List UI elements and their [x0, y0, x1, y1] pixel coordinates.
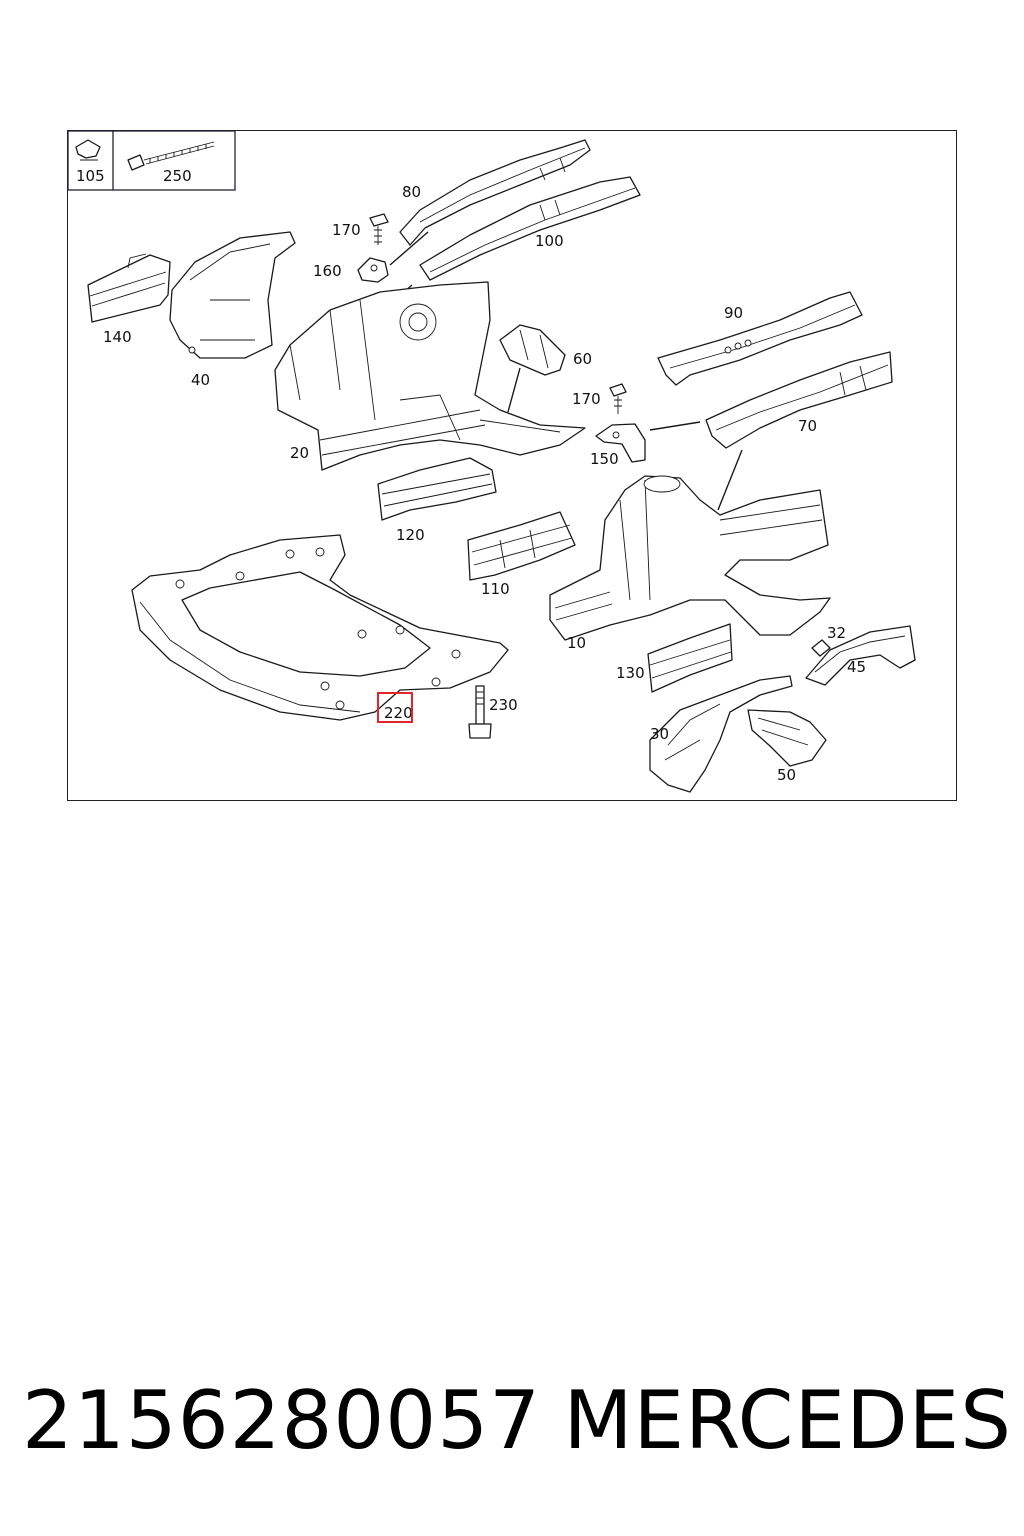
callout-150: 150: [590, 450, 619, 468]
callout-labels: 105 250 80 170 100 160 140 40 90 60 170 …: [76, 167, 866, 784]
callout-20: 20: [290, 444, 309, 462]
part-220-subframe: [131, 534, 509, 721]
part-45: [805, 625, 916, 686]
caption-bar: 2156280057 MERCEDES: [22, 1370, 1012, 1470]
part-40: [169, 231, 296, 359]
arrow-70-10: [717, 449, 743, 511]
arrow-60-20: [507, 367, 521, 413]
part-80: [399, 139, 591, 246]
part-number: 2156280057: [22, 1373, 541, 1467]
bracket-150: [595, 423, 646, 463]
brand-name: MERCEDES: [563, 1373, 1012, 1467]
part-100: [419, 176, 641, 281]
callout-32: 32: [827, 624, 846, 642]
part-10: [549, 475, 831, 641]
part-90: [657, 291, 863, 386]
callout-80: 80: [402, 183, 421, 201]
callout-160: 160: [313, 262, 342, 280]
part-60: [499, 324, 566, 376]
callout-45: 45: [847, 658, 866, 676]
callout-70: 70: [798, 417, 817, 435]
part-20: [274, 281, 586, 471]
callout-50: 50: [777, 766, 796, 784]
callout-30: 30: [650, 725, 669, 743]
part-130: [647, 623, 733, 693]
arrow-150-70: [649, 421, 701, 431]
bolt-250-icon: [127, 141, 215, 171]
callout-250: 250: [163, 167, 192, 185]
callout-230: 230: [489, 696, 518, 714]
callout-60: 60: [573, 350, 592, 368]
part-32: [811, 639, 831, 657]
highlighted-part-marker: [377, 692, 413, 723]
callout-140: 140: [103, 328, 132, 346]
part-120: [377, 457, 497, 521]
callout-170-lower: 170: [572, 390, 601, 408]
part-30: [649, 675, 793, 793]
clip-105-icon: [75, 139, 101, 159]
part-50: [747, 709, 827, 767]
callout-90: 90: [724, 304, 743, 322]
callout-120: 120: [396, 526, 425, 544]
part-110: [467, 511, 576, 581]
callout-40: 40: [191, 371, 210, 389]
part-140: [87, 253, 171, 323]
bolt-170-lower: [609, 383, 627, 414]
callout-10: 10: [567, 634, 586, 652]
callout-105: 105: [76, 167, 105, 185]
bracket-160: [357, 257, 389, 283]
callout-100: 100: [535, 232, 564, 250]
bolt-170-upper: [369, 213, 389, 245]
part-70: [705, 351, 893, 449]
callout-170-upper: 170: [332, 221, 361, 239]
callout-130: 130: [616, 664, 645, 682]
callout-220[interactable]: 220: [384, 704, 413, 722]
arrow-160-80: [389, 231, 429, 266]
callout-110: 110: [481, 580, 510, 598]
bolt-230: [468, 685, 492, 739]
legend-box: [67, 130, 236, 191]
